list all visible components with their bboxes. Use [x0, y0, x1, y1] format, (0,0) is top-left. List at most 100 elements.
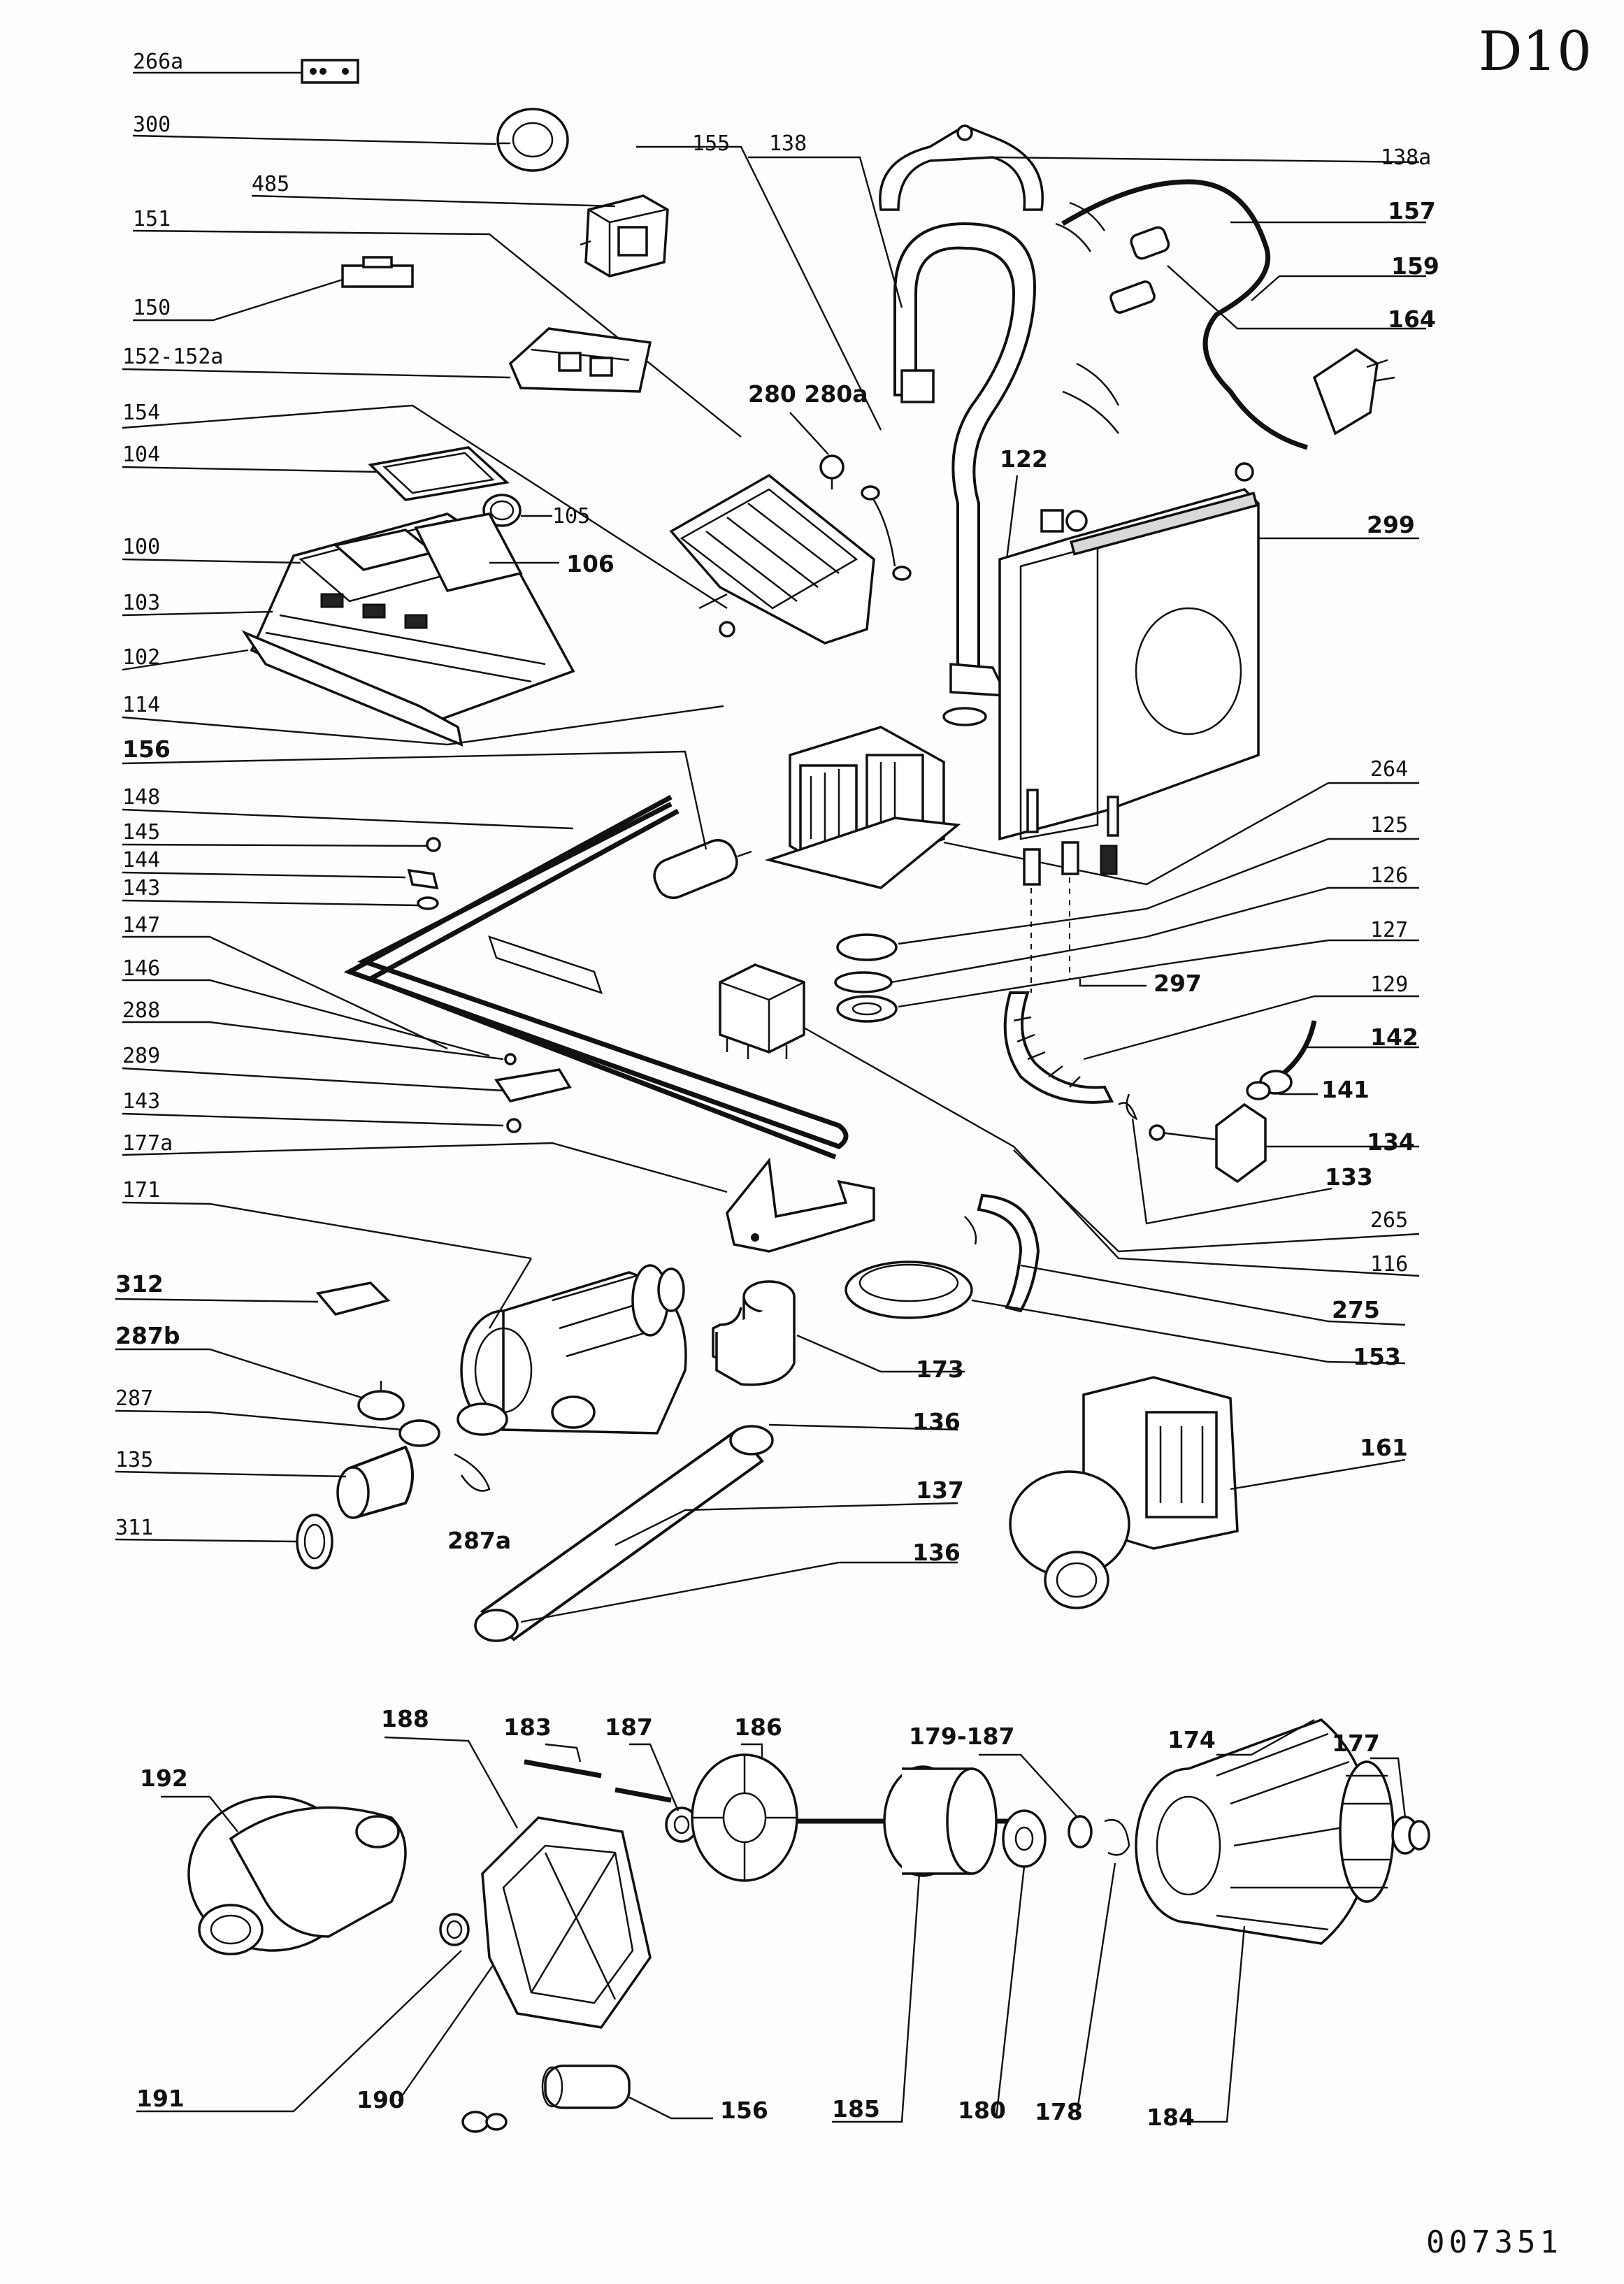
part-159-plug [1312, 347, 1395, 436]
part-289 [494, 1068, 572, 1103]
callout-156-bottom: 156 [720, 2097, 768, 2124]
callout-116: 116 [1370, 1252, 1408, 1277]
part-178 [1104, 1819, 1130, 1856]
callout-187: 187 [605, 1714, 653, 1741]
part-266a [301, 59, 359, 84]
part-179 [1068, 1815, 1093, 1848]
part-312 [315, 1281, 391, 1316]
part-134-switch [1149, 1103, 1267, 1184]
part-138a-hook [879, 124, 1044, 211]
callout-184: 184 [1147, 2104, 1195, 2131]
part-173-elbow [712, 1280, 796, 1386]
callout-143-bottom: 143 [122, 1089, 160, 1114]
part-288 [504, 1053, 517, 1065]
callout-157: 157 [1388, 197, 1436, 224]
part-152 [508, 327, 652, 393]
callout-106: 106 [566, 550, 615, 577]
callout-127: 127 [1370, 918, 1408, 942]
callout-297: 297 [1154, 970, 1202, 997]
callout-151: 151 [133, 207, 171, 231]
part-191-gasket [439, 1913, 470, 1946]
part-275-hose [964, 1193, 1040, 1313]
part-177a-bracket [726, 1157, 875, 1253]
callout-485: 485 [252, 172, 289, 196]
part-300 [496, 108, 569, 172]
callout-147: 147 [122, 913, 160, 938]
part-138-drain-hose [893, 222, 1037, 697]
callout-133: 133 [1325, 1163, 1373, 1191]
callout-145: 145 [122, 820, 160, 845]
part-tank-connections [1023, 841, 1118, 993]
part-116-relay [719, 963, 805, 1059]
part-287 [398, 1419, 440, 1447]
part-151-programmer [669, 473, 875, 645]
callout-287a: 287a [447, 1527, 511, 1554]
part-127 [836, 995, 898, 1023]
part-174-fan [1339, 1760, 1395, 1903]
callout-192: 192 [140, 1765, 188, 1792]
part-299-tank [998, 462, 1260, 841]
callout-135: 135 [115, 1448, 153, 1472]
part-144 [407, 868, 439, 890]
callout-266a: 266a [133, 50, 183, 74]
callout-154: 154 [122, 401, 160, 425]
callout-289: 289 [122, 1044, 160, 1068]
callout-100: 100 [122, 535, 160, 559]
callout-129: 129 [1370, 972, 1408, 997]
callout-264: 264 [1370, 757, 1408, 782]
callout-155: 155 [692, 131, 730, 156]
callout-150: 150 [133, 296, 171, 320]
callout-288: 288 [122, 998, 160, 1023]
part-161-drain-pump [1009, 1376, 1239, 1609]
part-265-clip [1118, 1093, 1138, 1121]
callout-178: 178 [1035, 2098, 1083, 2125]
part-485 [580, 194, 669, 278]
callout-185: 185 [832, 2095, 880, 2123]
callout-104: 104 [122, 443, 160, 467]
part-177-bearing [1391, 1816, 1430, 1855]
part-183-bolt [524, 1759, 602, 1779]
callout-287b: 287b [115, 1322, 180, 1349]
callout-153: 153 [1353, 1343, 1401, 1370]
callout-141: 141 [1321, 1076, 1370, 1103]
callout-156-top: 156 [122, 735, 171, 763]
callout-161: 161 [1360, 1434, 1408, 1461]
callout-136-top: 136 [912, 1408, 961, 1435]
callout-105: 105 [552, 504, 590, 529]
part-192-housing [187, 1795, 407, 1955]
callout-300: 300 [133, 113, 171, 137]
sheet-id: D10 [1479, 20, 1592, 83]
part-125 [836, 933, 898, 961]
callout-191: 191 [136, 2085, 185, 2112]
callout-280: 280 280a [748, 380, 868, 408]
part-153 [845, 1260, 973, 1319]
part-114-clip [942, 707, 987, 726]
part-156-capacitor [653, 839, 752, 899]
callout-287: 287 [115, 1386, 153, 1411]
callout-125: 125 [1370, 813, 1408, 838]
callout-114: 114 [122, 693, 160, 717]
part-129-hose [1003, 991, 1114, 1104]
callout-190: 190 [357, 2086, 405, 2113]
part-150 [341, 256, 414, 288]
part-145 [426, 837, 441, 852]
callout-122: 122 [1000, 445, 1048, 473]
callout-188: 188 [381, 1705, 429, 1732]
part-126 [834, 971, 893, 993]
part-156-capacitor-lower [461, 2064, 631, 2133]
part-185-rotor [797, 1765, 1028, 1877]
callout-171: 171 [122, 1178, 160, 1202]
callout-159: 159 [1391, 252, 1439, 280]
callout-311: 311 [115, 1516, 153, 1540]
part-154-screw [719, 621, 735, 638]
callout-134: 134 [1367, 1128, 1415, 1156]
part-148-heater [343, 794, 849, 1160]
callout-299: 299 [1367, 511, 1415, 538]
callout-173: 173 [916, 1356, 964, 1383]
callout-312: 312 [115, 1270, 164, 1298]
callout-126: 126 [1370, 863, 1408, 888]
callout-275: 275 [1332, 1296, 1380, 1323]
part-transformer [764, 726, 961, 889]
part-287a-clip [454, 1453, 491, 1492]
